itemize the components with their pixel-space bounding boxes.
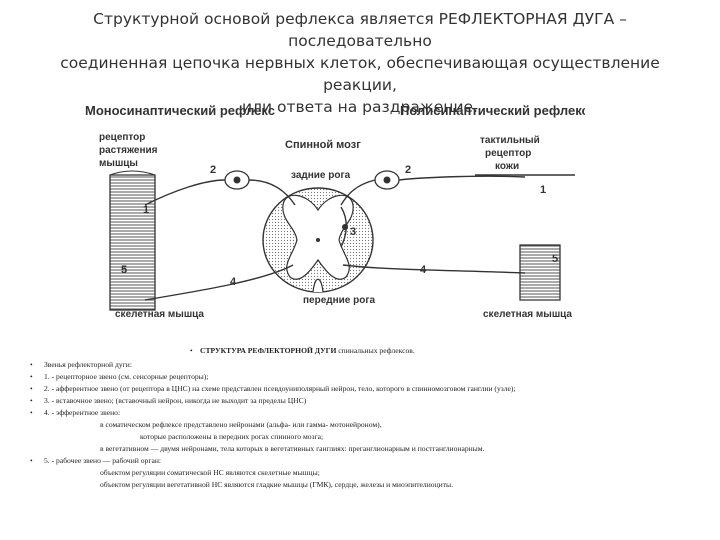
tactile-receptor-line-2: рецептор	[485, 148, 531, 159]
central-canal	[316, 238, 320, 242]
bullet: •	[30, 384, 33, 393]
stretch-receptor-line-1: рецептор	[99, 132, 145, 143]
note-line-receptor: 1. - рецепторное звено (см. сенсорные ре…	[44, 372, 209, 381]
right-efferent-fiber	[342, 264, 526, 274]
note-line-somatic: в соматическом рефлексе представлено ней…	[100, 420, 382, 429]
title-line-3: или ответа на раздражение.	[242, 98, 478, 116]
left-skeletal-muscle	[109, 174, 156, 311]
label-4-right: 4	[420, 264, 427, 276]
label-5-right: 5	[552, 253, 558, 265]
interneuron-body	[342, 224, 348, 230]
bullet: •	[30, 372, 33, 381]
left-efferent-fiber	[144, 264, 294, 301]
grey-matter	[282, 194, 354, 280]
note-line-links: Звенья рефлекторной дуги:	[44, 360, 132, 369]
stretch-receptor-line-3: мышцы	[99, 158, 138, 169]
right-skeletal-muscle	[519, 244, 561, 301]
label-2-left: 2	[210, 164, 216, 176]
bullet: •	[30, 408, 33, 417]
note-line-working-organ: 5. - рабочее звено — рабочий орган:	[44, 456, 162, 465]
skeletal-muscle-left-label: скелетная мышца	[115, 309, 204, 320]
poly-title: Полисинаптический рефлекс	[400, 103, 585, 118]
stretch-receptor-line-2: растяжения	[99, 145, 158, 156]
note-line-ventral-horns: которые расположены в передних рогах спи…	[140, 432, 324, 441]
title-line-2: соединенная цепочка нервных клеток, обес…	[60, 54, 660, 94]
label-2-right: 2	[405, 164, 411, 176]
left-muscle-tendon-top	[109, 170, 156, 176]
label-5-left: 5	[121, 264, 127, 276]
ventral-fissure	[312, 278, 324, 293]
title-line-1: Структурной основой рефлекса является РЕ…	[93, 10, 627, 50]
label-3: 3	[350, 226, 356, 238]
note-line-vegetative: в вегетативном — двумя нейронами, тела к…	[100, 444, 485, 453]
bullet: •	[30, 456, 33, 465]
note-line-vegetative-target: объектом регуляции вегетативной НС являю…	[100, 480, 454, 489]
note-line-afferent: 2. - афферентное звено (от рецептора в Ц…	[44, 384, 516, 393]
bullet: •	[30, 360, 33, 369]
slide-title: Структурной основой рефлекса является РЕ…	[30, 8, 690, 118]
label-1-left: 1	[143, 204, 149, 216]
tactile-receptor-line-1: тактильный	[480, 135, 540, 146]
notes-header-bold: СТРУКТУРА РЕФЛЕКТОРНОЙ ДУГИ	[200, 346, 337, 355]
bullet: •	[30, 396, 33, 405]
skeletal-muscle-right-label: скелетная мышца	[483, 309, 572, 320]
right-ganglion-neuron	[383, 176, 391, 184]
notes-header: • СТРУКТУРА РЕФЛЕКТОРНОЙ ДУГИ спинальных…	[190, 346, 415, 355]
label-4-left: 4	[230, 276, 237, 288]
notes-header-rest: спинальных рефлексов.	[336, 346, 415, 355]
left-ganglion-neuron	[233, 176, 241, 184]
left-afferent-fiber	[144, 179, 296, 206]
tactile-receptor-line-3: кожи	[495, 161, 519, 172]
label-1-right: 1	[540, 184, 546, 196]
dorsal-horns-label: задние рога	[291, 170, 351, 181]
right-afferent-fiber	[340, 175, 526, 206]
note-line-intercalary: 3. - вставочное звено; (вставочный нейро…	[44, 396, 307, 405]
note-line-somatic-target: объектом регуляции соматической НС являю…	[100, 468, 320, 477]
ventral-horns-label: передние рога	[303, 295, 376, 306]
mono-title: Моносинаптический рефлекс	[85, 103, 275, 118]
reflex-arc-diagram: Моносинаптический рефлекс Полисинаптичес…	[85, 103, 585, 320]
spinal-cord-label: Спинной мозг	[285, 139, 361, 151]
note-line-efferent: 4. - эфферентное звено:	[44, 408, 121, 417]
